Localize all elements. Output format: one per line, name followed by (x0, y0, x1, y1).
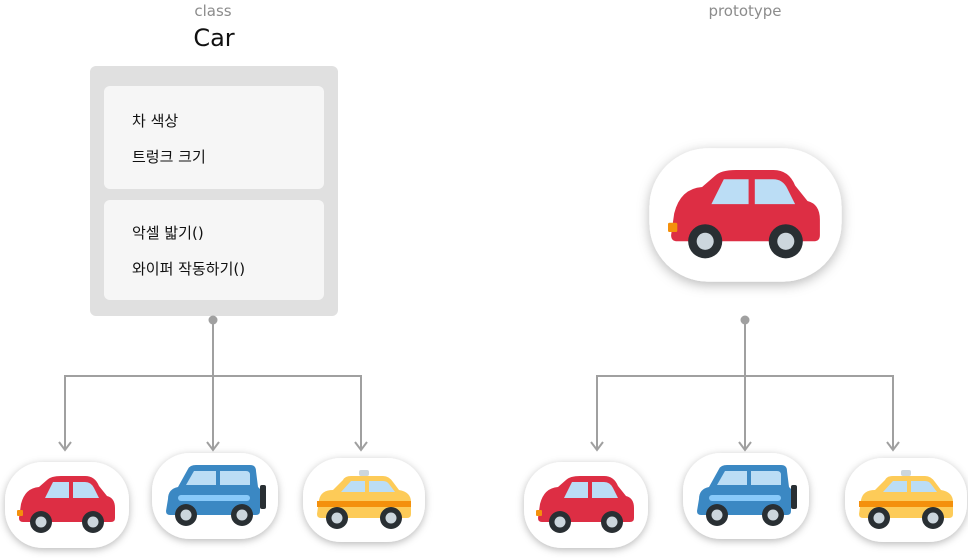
property-item: 트렁크 크기 (132, 148, 206, 166)
class-connector (58, 315, 368, 452)
class-box: 차 색상 트렁크 크기 악셀 밟기() 와이퍼 작동하기() (90, 66, 338, 316)
blue-suv-icon (683, 453, 809, 539)
red-car-icon (5, 462, 129, 548)
property-item: 차 색상 (132, 112, 179, 130)
prototype-connector (590, 315, 900, 452)
red-car-icon (524, 462, 648, 548)
blue-suv-icon (152, 453, 278, 539)
prototype-caption: prototype (708, 2, 782, 20)
properties-panel: 차 색상 트렁크 크기 (104, 86, 324, 189)
methods-panel: 악셀 밟기() 와이퍼 작동하기() (104, 200, 324, 300)
yellow-taxi-icon (845, 458, 967, 542)
method-item: 악셀 밟기() (132, 224, 204, 242)
class-title: Car (193, 24, 235, 52)
class-caption: class (194, 2, 232, 20)
red-car-icon (649, 148, 841, 281)
method-item: 와이퍼 작동하기() (132, 260, 246, 278)
yellow-taxi-icon (303, 458, 425, 542)
